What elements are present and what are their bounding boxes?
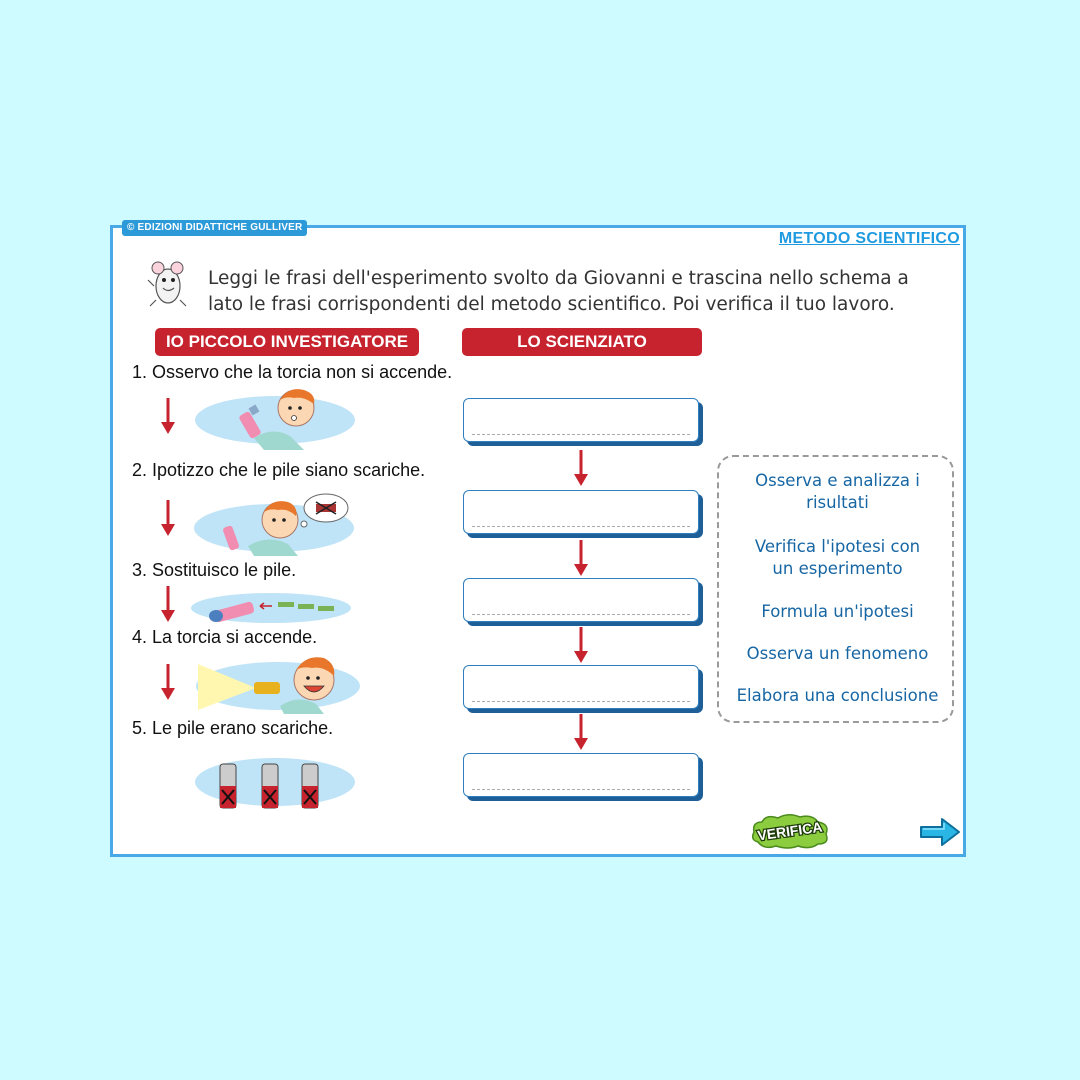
step-4: 4. La torcia si accende. xyxy=(132,627,318,647)
scientist-header: LO SCIENZIATO xyxy=(462,328,702,356)
down-arrow-icon xyxy=(161,398,175,434)
dead-batteries-illustration xyxy=(195,758,355,809)
drop-slot-2[interactable] xyxy=(463,490,699,534)
option-draw-conclusion[interactable]: Elabora una conclusione xyxy=(736,686,939,705)
page-title-link[interactable]: METODO SCIENTIFICO xyxy=(778,230,960,247)
boy-with-torch-illustration xyxy=(195,389,355,450)
option-analyze-results[interactable]: Osserva e analizza i risultati xyxy=(755,471,920,512)
option-formulate-hypothesis[interactable]: Formula un'ipotesi xyxy=(761,602,914,621)
drop-slot-1[interactable] xyxy=(463,398,699,442)
verify-button[interactable]: VERIFICA xyxy=(748,812,832,850)
down-arrow-icon xyxy=(161,586,175,622)
down-arrow-icon xyxy=(574,540,588,576)
drop-slot-3[interactable] xyxy=(463,578,699,622)
boy-thinking-illustration xyxy=(194,493,354,556)
drop-slot-4[interactable] xyxy=(463,665,699,709)
next-arrow-icon[interactable] xyxy=(918,816,962,848)
step-5: 5. Le pile erano scariche. xyxy=(132,718,334,738)
instructions-text: Leggi le frasi dell'esperimento svolto d… xyxy=(208,266,948,318)
option-observe-phenomenon[interactable]: Osserva un fenomeno xyxy=(746,644,929,663)
step-3: 3. Sostituisco le pile. xyxy=(132,560,297,580)
down-arrow-icon xyxy=(574,450,588,486)
down-arrow-icon xyxy=(574,627,588,663)
investigator-header: IO PICCOLO INVESTIGATORE xyxy=(155,328,419,356)
instructions-line-2: lato le frasi corrispondenti del metodo … xyxy=(208,294,895,315)
down-arrow-icon xyxy=(574,714,588,750)
replacing-batteries-illustration xyxy=(191,593,351,623)
mouse-mascot-icon xyxy=(147,261,187,307)
step-1: 1. Osservo che la torcia non si accende. xyxy=(132,362,453,382)
down-arrow-icon xyxy=(161,664,175,700)
down-arrow-icon xyxy=(161,500,175,536)
boy-torch-lit-illustration xyxy=(196,657,360,714)
drop-slot-5[interactable] xyxy=(463,753,699,797)
option-verify-hypothesis[interactable]: Verifica l'ipotesi con un esperimento xyxy=(754,537,921,578)
step-2: 2. Ipotizzo che le pile siano scariche. xyxy=(132,460,426,480)
instructions-line-1: Leggi le frasi dell'esperimento svolto d… xyxy=(208,268,909,289)
copyright-badge: © EDIZIONI DIDATTICHE GULLIVER xyxy=(122,220,308,236)
options-panel: Osserva e analizza i risultati Verifica … xyxy=(717,455,954,723)
